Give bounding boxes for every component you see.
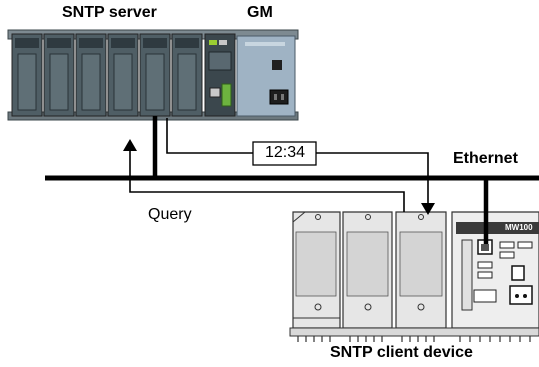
arrow-down-icon xyxy=(421,203,435,215)
sntp-server-device xyxy=(7,29,299,121)
time-box xyxy=(252,141,317,166)
sntp-client-device xyxy=(289,211,539,342)
client-io-module xyxy=(395,211,447,329)
client-main-module xyxy=(451,211,539,329)
ethernet-label: Ethernet xyxy=(453,150,518,167)
ethernet-port-icon xyxy=(209,87,221,98)
power-socket-icon xyxy=(269,89,289,105)
gm-label: GM xyxy=(247,4,273,21)
client-io-module xyxy=(342,211,393,329)
time-value-label: 12:34 xyxy=(264,144,306,161)
network-lines xyxy=(45,116,539,244)
client-model-label: MW100 xyxy=(505,223,533,232)
client-base-feet xyxy=(289,327,539,342)
query-path xyxy=(129,148,405,212)
server-main-module xyxy=(236,35,296,117)
server-cpu-module xyxy=(204,33,236,117)
server-label: SNTP server xyxy=(62,4,157,21)
server-io-modules xyxy=(11,33,203,117)
power-socket-icon xyxy=(509,285,533,305)
query-label: Query xyxy=(148,206,192,223)
client-label: SNTP client device xyxy=(330,344,473,361)
arrow-up-icon xyxy=(123,139,137,151)
client-io-module xyxy=(292,211,341,329)
